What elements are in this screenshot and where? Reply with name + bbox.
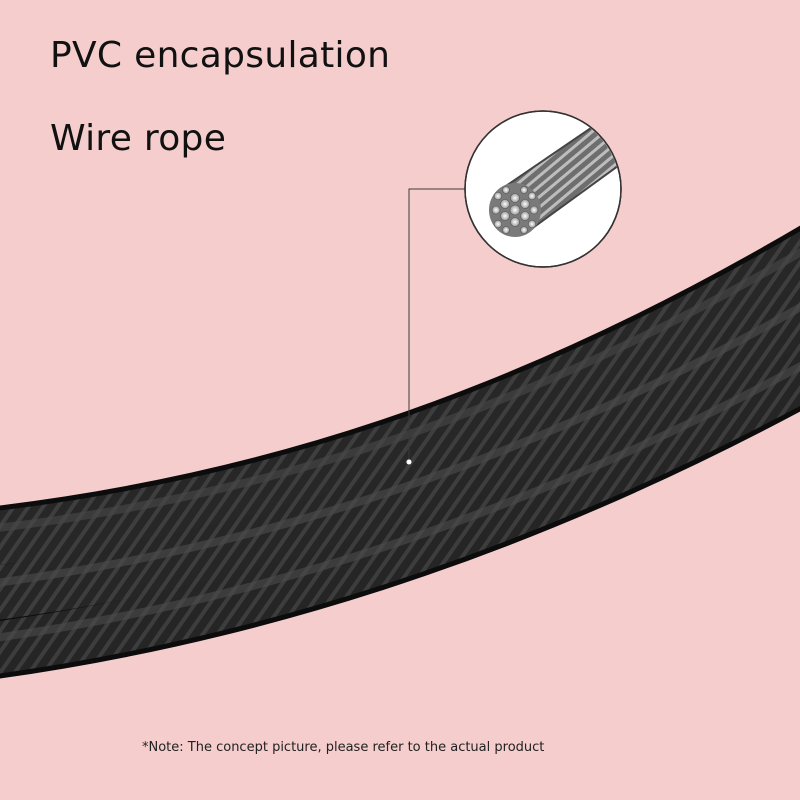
strand-ends (491, 186, 539, 234)
cable-top (0, 231, 800, 565)
wire-rope-label: Wire rope (50, 118, 227, 159)
pvc-encapsulation-label: PVC encapsulation (50, 35, 391, 76)
cable-middle (0, 286, 800, 620)
cable-bottom (0, 346, 800, 674)
cable-bundle (0, 225, 800, 679)
leader-line (405, 188, 466, 466)
wire-rope-zoom (464, 110, 622, 268)
concept-picture-note: *Note: The concept picture, please refer… (142, 740, 545, 755)
